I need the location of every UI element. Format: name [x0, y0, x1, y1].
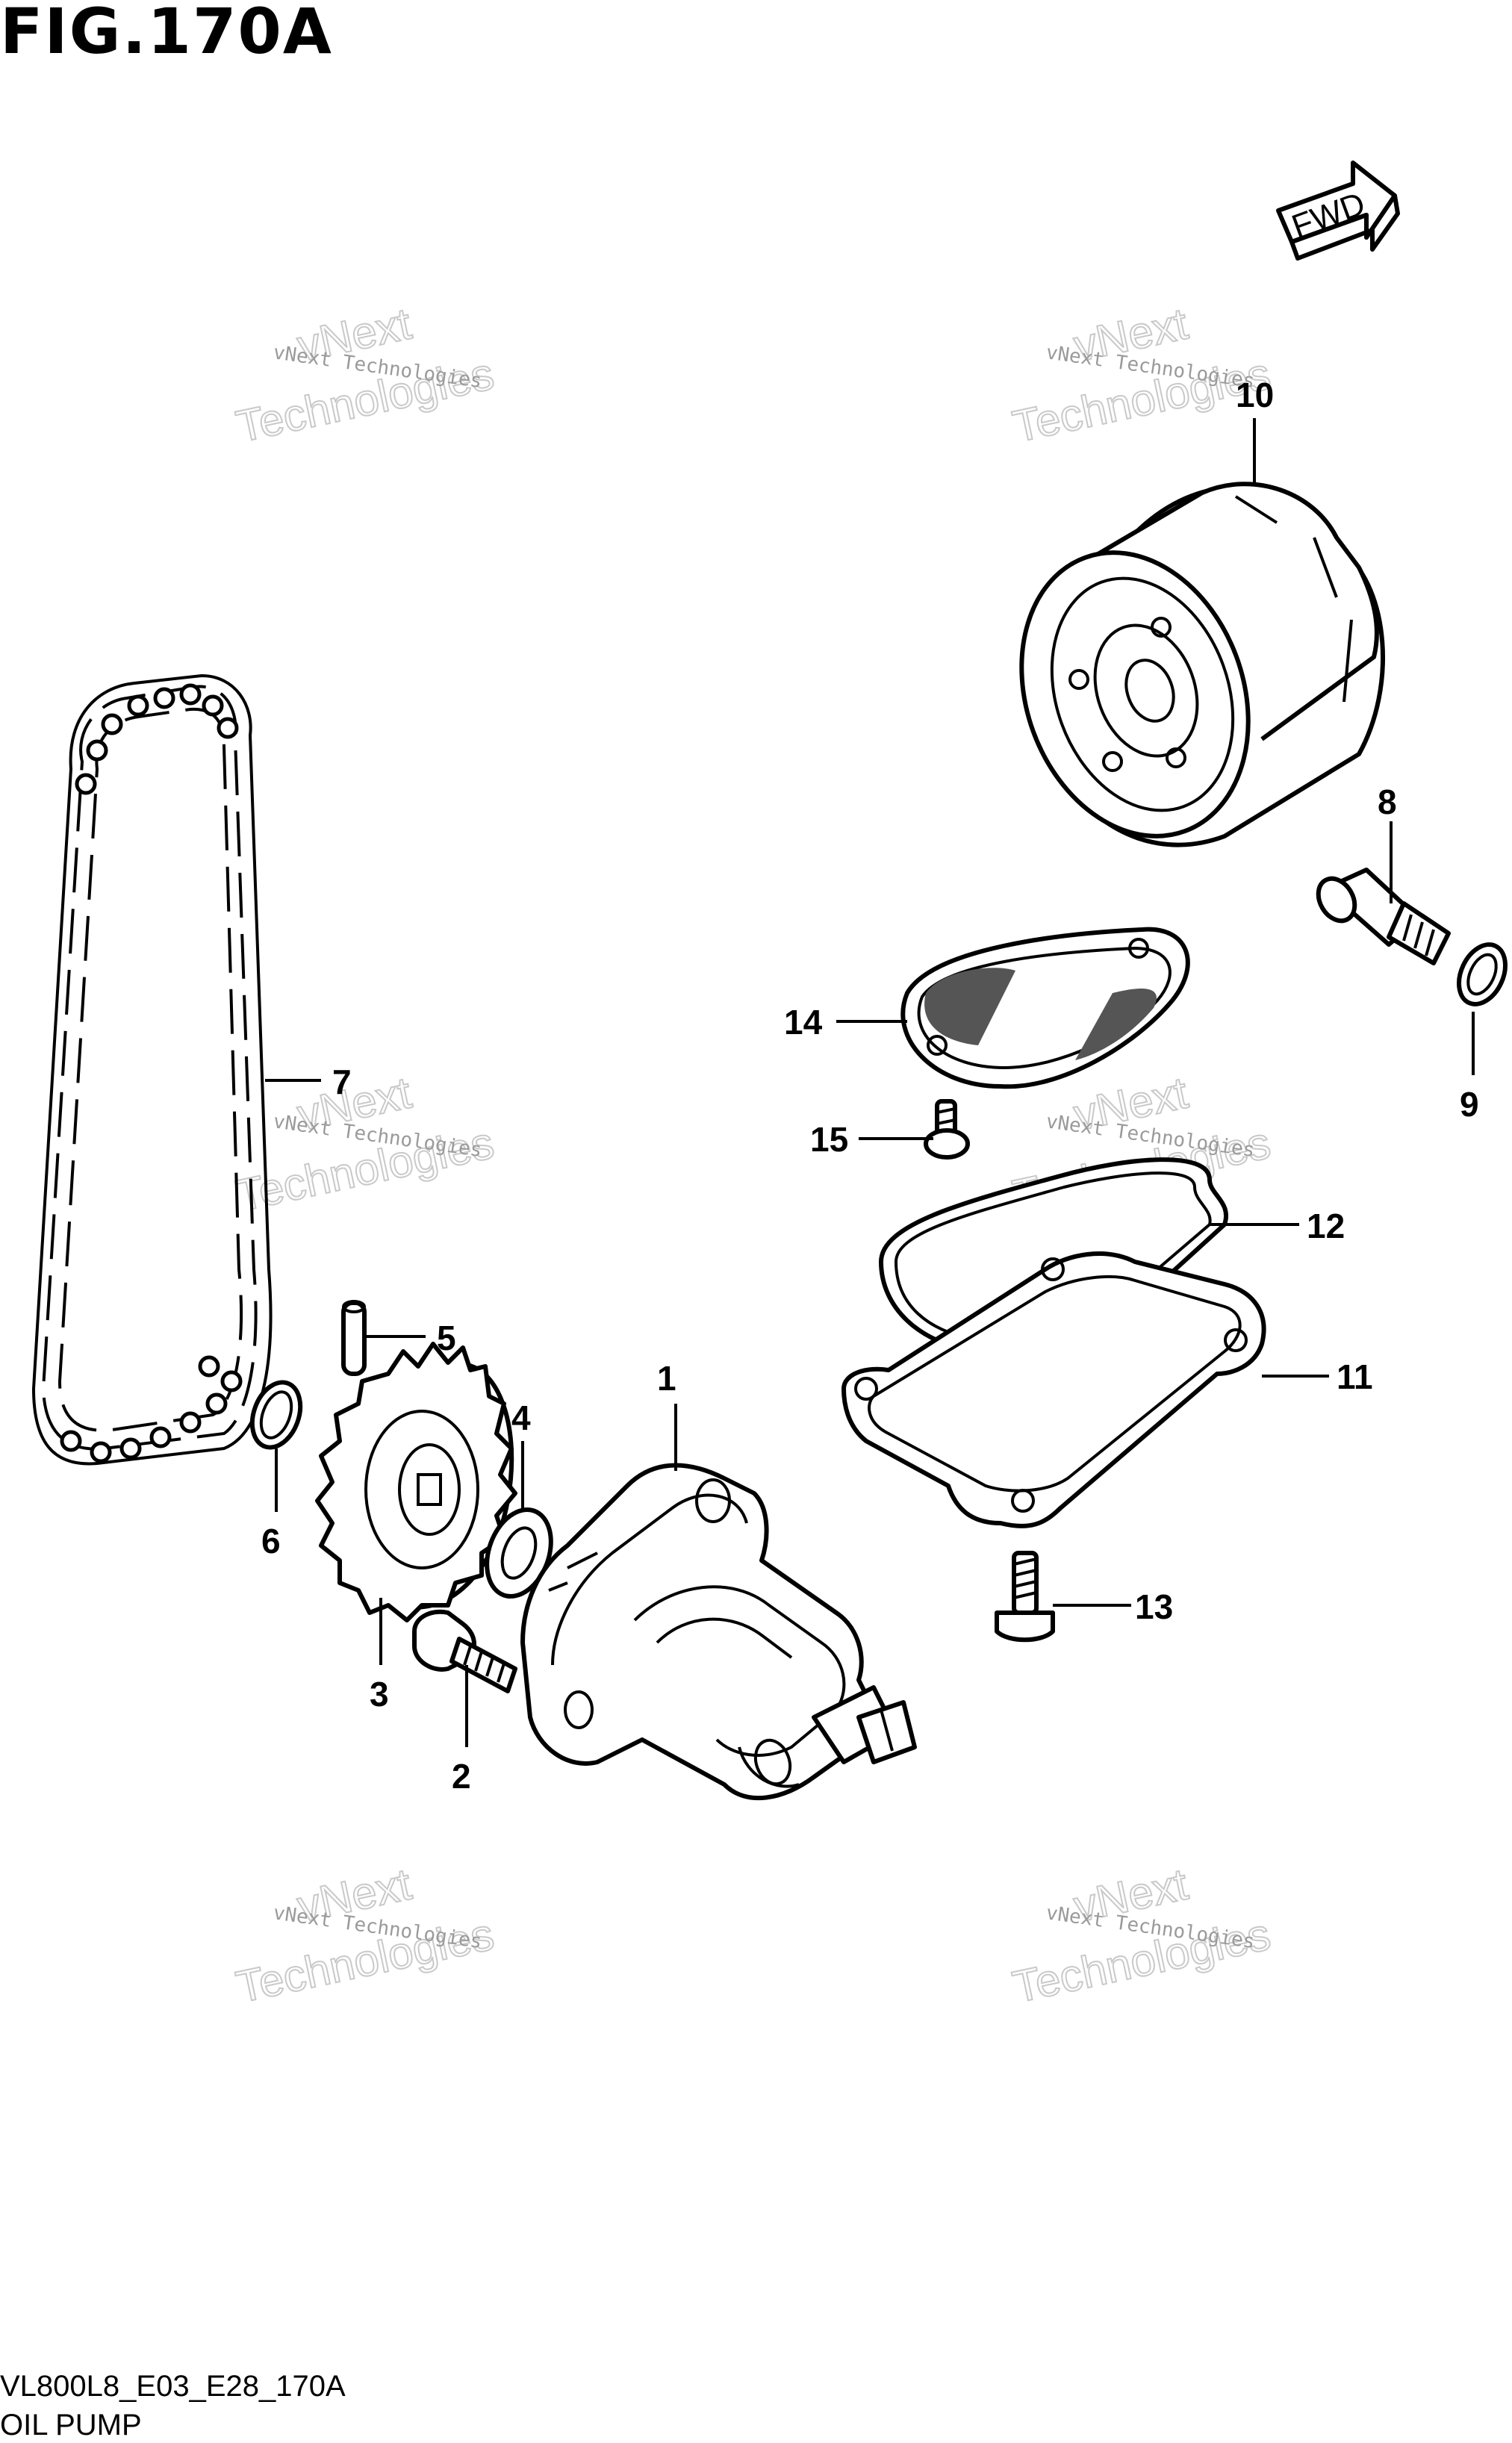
bolt-13 — [995, 1551, 1055, 1643]
callout-7: 7 — [332, 1062, 352, 1101]
callout-14: 14 — [784, 1003, 823, 1042]
callout-1: 1 — [657, 1359, 676, 1398]
figure-title: FIG.170A — [0, 0, 333, 68]
oil-pump-body — [520, 1463, 917, 1801]
callout-2: 2 — [452, 1757, 471, 1796]
watermark-bottom-left: Technologies vNext vNext Technologies — [231, 1858, 500, 2014]
o-ring-small — [1457, 942, 1508, 1006]
oil-pump-sprocket — [315, 1342, 517, 1622]
watermark-top-right: Technologies vNext vNext Technologies — [1008, 298, 1276, 453]
sprocket-bolt — [412, 1609, 517, 1693]
callout-11: 11 — [1337, 1357, 1373, 1396]
figure-code: VL800L8_E03_E28_170A — [0, 2370, 346, 2403]
callout-8: 8 — [1378, 782, 1397, 821]
callout-6: 6 — [261, 1522, 281, 1560]
callout-15: 15 — [810, 1120, 848, 1159]
callout-13: 13 — [1135, 1587, 1173, 1626]
callout-numbers: 1 2 3 4 5 6 7 8 9 10 11 12 13 14 15 — [261, 376, 1479, 1796]
figure-subtitle: OIL PUMP — [0, 2409, 142, 2442]
watermark-bottom-right: Technologies vNext vNext Technologies — [1008, 1858, 1276, 2014]
callout-5: 5 — [437, 1319, 456, 1357]
callout-4: 4 — [511, 1398, 531, 1437]
circlip — [249, 1380, 303, 1450]
oil-filter — [1019, 482, 1385, 847]
callout-9: 9 — [1460, 1085, 1479, 1124]
callout-10: 10 — [1236, 376, 1274, 414]
fwd-arrow-icon: FWD — [1276, 161, 1400, 261]
leader-lines — [265, 418, 1475, 1747]
dowel-pin — [341, 1300, 367, 1376]
callout-12: 12 — [1307, 1207, 1345, 1245]
oil-strainer — [900, 927, 1190, 1089]
watermark-top-left: Technologies vNext vNext Technologies — [231, 298, 500, 453]
screw — [924, 1099, 970, 1160]
union-bolt — [1316, 868, 1451, 965]
callout-3: 3 — [370, 1675, 389, 1714]
oil-pan-cover — [841, 1251, 1266, 1528]
watermark-middle-left: Technologies vNext vNext Technologies — [231, 1067, 500, 1222]
drive-chain — [31, 673, 273, 1466]
